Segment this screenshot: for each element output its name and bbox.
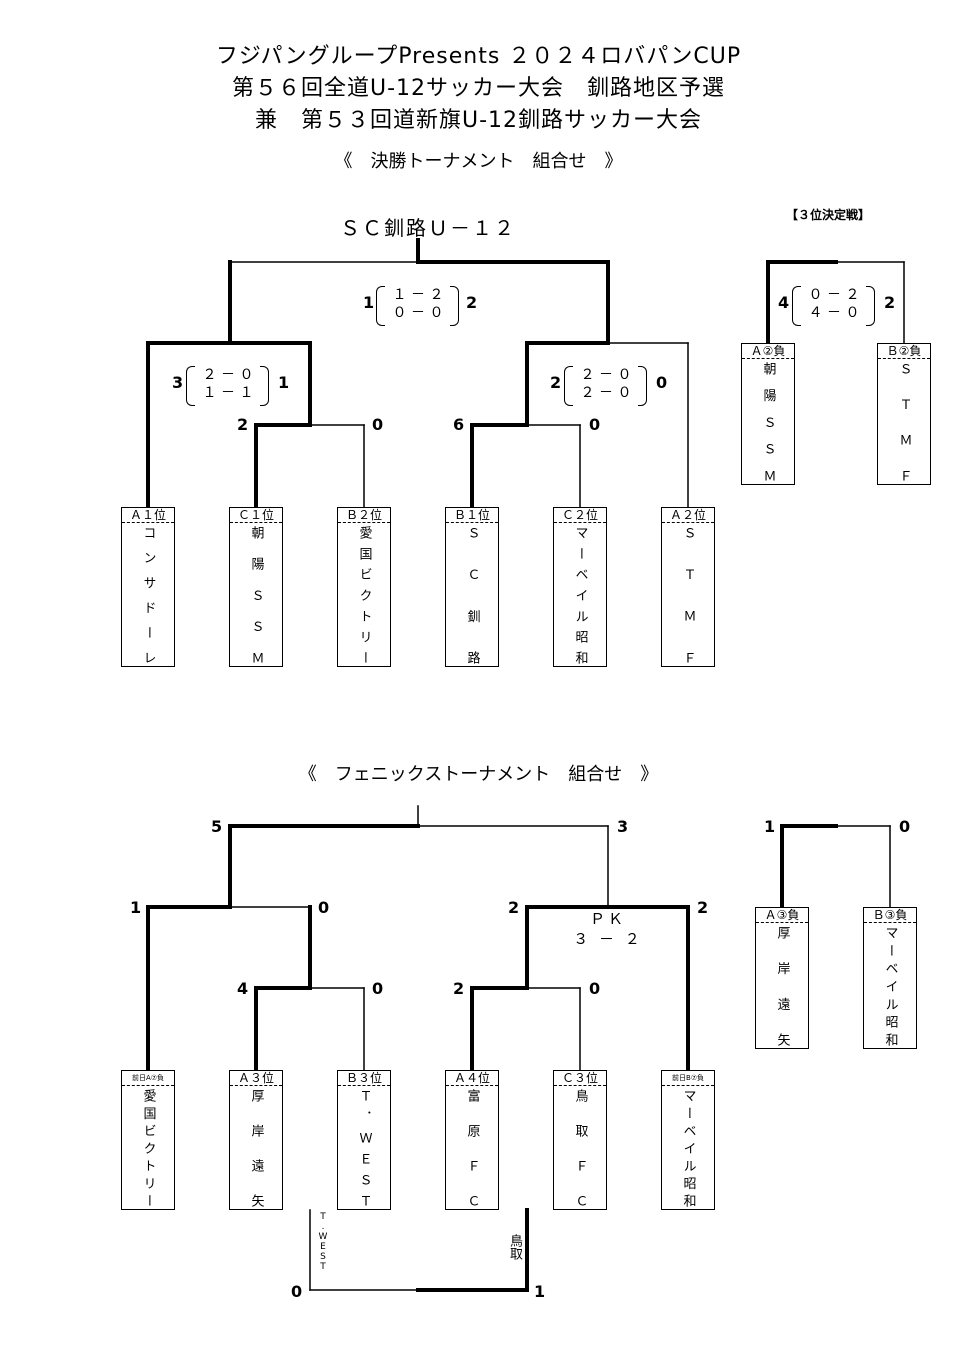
final-score-left: 1	[363, 293, 375, 312]
final-score-right: 2	[466, 293, 478, 312]
third-score-right: 2	[884, 293, 896, 312]
phoenix-qf2-score-right: 0	[589, 979, 601, 998]
phoenix-tournament-heading: 《 フェニックストーナメント 組合せ 》	[298, 764, 659, 785]
phoenix-side-score-right: 0	[899, 817, 911, 836]
semi-right-score-right: 0	[656, 373, 668, 392]
phoenix-semi1-score-left: 1	[130, 898, 142, 917]
phoenix-side-score-left: 1	[764, 817, 776, 836]
final-tournament-heading: 《 決勝トーナメント 組合せ 》	[334, 151, 623, 172]
phoenix-semi2-score-left: 2	[508, 898, 520, 917]
extra-left-team: T.WEST	[318, 1212, 328, 1272]
bracket-paren-left	[792, 286, 801, 326]
bracket-paren-right	[260, 366, 269, 406]
phoenix-qf2-score-left: 2	[453, 979, 465, 998]
team-box: 前日B⑦負マーベイル昭和	[661, 1070, 715, 1210]
bracket-paren-left	[186, 366, 195, 406]
team-box: Ｃ２位マーベイル昭和	[553, 507, 607, 667]
champion-name: ＳＣ釧路Ｕ－１２	[340, 216, 516, 240]
extra-score-right: 1	[534, 1282, 546, 1301]
phoenix-final-score-left: 5	[211, 817, 223, 836]
bracket-paren-right	[866, 286, 875, 326]
team-box: Ｃ３位鳥取ＦＣ	[553, 1070, 607, 1210]
team-box: Ａ３位厚岸遠矢	[229, 1070, 283, 1210]
phoenix-final-score-right: 3	[617, 817, 629, 836]
bracket-paren-right	[450, 286, 459, 326]
third-place-heading: 【３位決定戦】	[786, 208, 871, 222]
team-box: Ａ②負朝陽ＳＳＭ	[741, 343, 795, 485]
third-score-left: 4	[778, 293, 790, 312]
semi-right-score-left: 2	[550, 373, 562, 392]
team-box: Ｂ③負マーベイル昭和	[863, 907, 917, 1049]
bracket-paren-left	[376, 286, 385, 326]
bracket-paren-left	[564, 366, 573, 406]
title-line-2: 第５６回全道U-12サッカー大会 釧路地区予選	[231, 76, 726, 101]
phoenix-semi1-score-right: 0	[318, 898, 330, 917]
title-line-1: フジパングループPresents ２０２４ロバパンCUP	[215, 44, 742, 69]
team-box: Ｂ２位愛国ビクトリー	[337, 507, 391, 667]
phoenix-qf1-score-right: 0	[372, 979, 384, 998]
team-box: 前日A⑦負愛国ビクトリー	[121, 1070, 175, 1210]
qf1-score-right: 0	[372, 415, 384, 434]
qf1-score-left: 2	[237, 415, 249, 434]
team-box: Ａ③負厚岸遠矢	[755, 907, 809, 1049]
semi-left-score-right: 1	[278, 373, 290, 392]
semi-left-score-left: 3	[172, 373, 184, 392]
extra-score-left: 0	[291, 1282, 303, 1301]
phoenix-semi2-score-right: 2	[697, 898, 709, 917]
qf2-score-right: 0	[589, 415, 601, 434]
team-box: Ｃ１位朝陽ＳＳＭ	[229, 507, 283, 667]
phoenix-qf1-score-left: 4	[237, 979, 249, 998]
team-box: Ａ１位コンサドーレ	[121, 507, 175, 667]
qf2-score-left: 6	[453, 415, 465, 434]
team-box: Ａ４位富原ＦＣ	[445, 1070, 499, 1210]
title-line-3: 兼 第５３回道新旗U-12釧路サッカー大会	[254, 108, 703, 133]
bracket-paren-right	[638, 366, 647, 406]
extra-right-team: 鳥取	[507, 1234, 522, 1260]
